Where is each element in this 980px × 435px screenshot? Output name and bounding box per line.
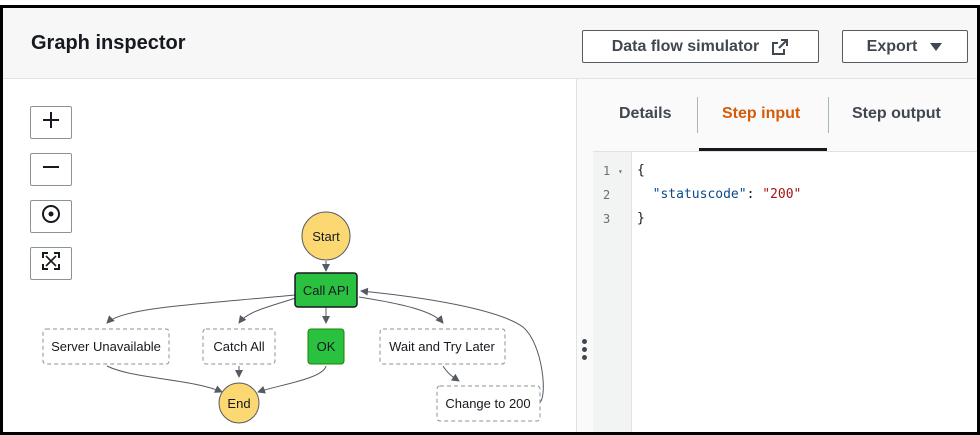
edge-server-unavailable-to-end	[106, 365, 223, 393]
node-start-label: Start	[312, 229, 340, 244]
json-value: "200"	[762, 187, 802, 202]
center-button[interactable]	[30, 200, 72, 233]
graph-inspector-window: Graph inspector Data flow simulator Expo…	[0, 5, 980, 435]
line-number: 3	[603, 212, 611, 226]
node-wait-and-try-later[interactable]: Wait and Try Later	[379, 328, 506, 365]
inspector-tabs: Details Step input Step output	[593, 79, 977, 152]
inspector-panel: Details Step input Step output 1 ▾ 2 3 {…	[593, 79, 977, 432]
node-end-label: End	[227, 396, 250, 411]
code-line-1: {	[637, 163, 645, 178]
active-tab-indicator	[699, 148, 827, 151]
json-colon: :	[746, 187, 763, 202]
export-button[interactable]: Export	[842, 30, 968, 63]
code-line-3: }	[637, 211, 645, 226]
edge-change-to-call-api	[360, 287, 544, 404]
node-catch-all-label: Catch All	[213, 339, 264, 354]
code-line-2: "statuscode": "200"	[637, 187, 802, 202]
graph-panel: Start Call API Server Unavailable Catch …	[3, 79, 576, 432]
editor-gutter: 1 ▾ 2 3	[593, 152, 632, 432]
line-number: 1	[603, 164, 611, 178]
data-flow-simulator-label: Data flow simulator	[611, 37, 760, 55]
node-wait-and-try-later-label: Wait and Try Later	[389, 339, 495, 354]
plus-icon	[41, 110, 61, 135]
node-call-api[interactable]: Call API	[294, 272, 358, 308]
workflow-graph: Start Call API Server Unavailable Catch …	[42, 211, 544, 424]
center-icon	[41, 204, 61, 229]
line-number: 2	[603, 188, 611, 202]
edge-wait-to-change	[442, 365, 460, 382]
header: Graph inspector Data flow simulator Expo…	[3, 8, 977, 79]
page-title: Graph inspector	[31, 32, 186, 54]
json-editor[interactable]: 1 ▾ 2 3 { "statuscode": "200" }	[593, 152, 977, 432]
node-ok[interactable]: OK	[307, 328, 345, 365]
node-start[interactable]: Start	[301, 211, 351, 261]
json-key: "statuscode"	[652, 187, 747, 202]
node-server-unavailable[interactable]: Server Unavailable	[42, 328, 170, 365]
edge-ok-to-end	[257, 365, 327, 394]
external-link-icon	[771, 38, 789, 56]
edge-call-api-to-server-unavailable	[106, 294, 296, 324]
panel-resize-handle[interactable]	[576, 79, 594, 432]
node-change-to-200-label: Change to 200	[445, 396, 530, 411]
minus-icon	[41, 157, 61, 182]
tab-details[interactable]: Details	[619, 105, 672, 122]
node-catch-all[interactable]: Catch All	[202, 328, 276, 365]
tab-step-output[interactable]: Step output	[852, 105, 941, 122]
tab-separator	[697, 97, 698, 133]
node-end[interactable]: End	[218, 382, 260, 424]
edge-call-api-to-catch-all	[238, 296, 300, 324]
edge-call-api-to-wait	[358, 296, 444, 324]
fold-arrow-icon[interactable]: ▾	[618, 167, 623, 176]
node-server-unavailable-label: Server Unavailable	[51, 339, 161, 354]
caret-down-icon	[929, 42, 943, 52]
zoom-in-button[interactable]	[30, 106, 72, 139]
export-label: Export	[866, 37, 918, 55]
fit-to-screen-button[interactable]	[30, 247, 72, 280]
tab-separator	[828, 97, 829, 133]
drag-handle-icon	[582, 339, 587, 363]
tab-step-input[interactable]: Step input	[722, 105, 801, 122]
node-call-api-label: Call API	[303, 283, 349, 298]
fit-screen-icon	[41, 251, 61, 276]
node-change-to-200[interactable]: Change to 200	[436, 385, 541, 422]
data-flow-simulator-button[interactable]: Data flow simulator	[582, 30, 819, 63]
node-ok-label: OK	[317, 339, 336, 354]
zoom-out-button[interactable]	[30, 153, 72, 186]
